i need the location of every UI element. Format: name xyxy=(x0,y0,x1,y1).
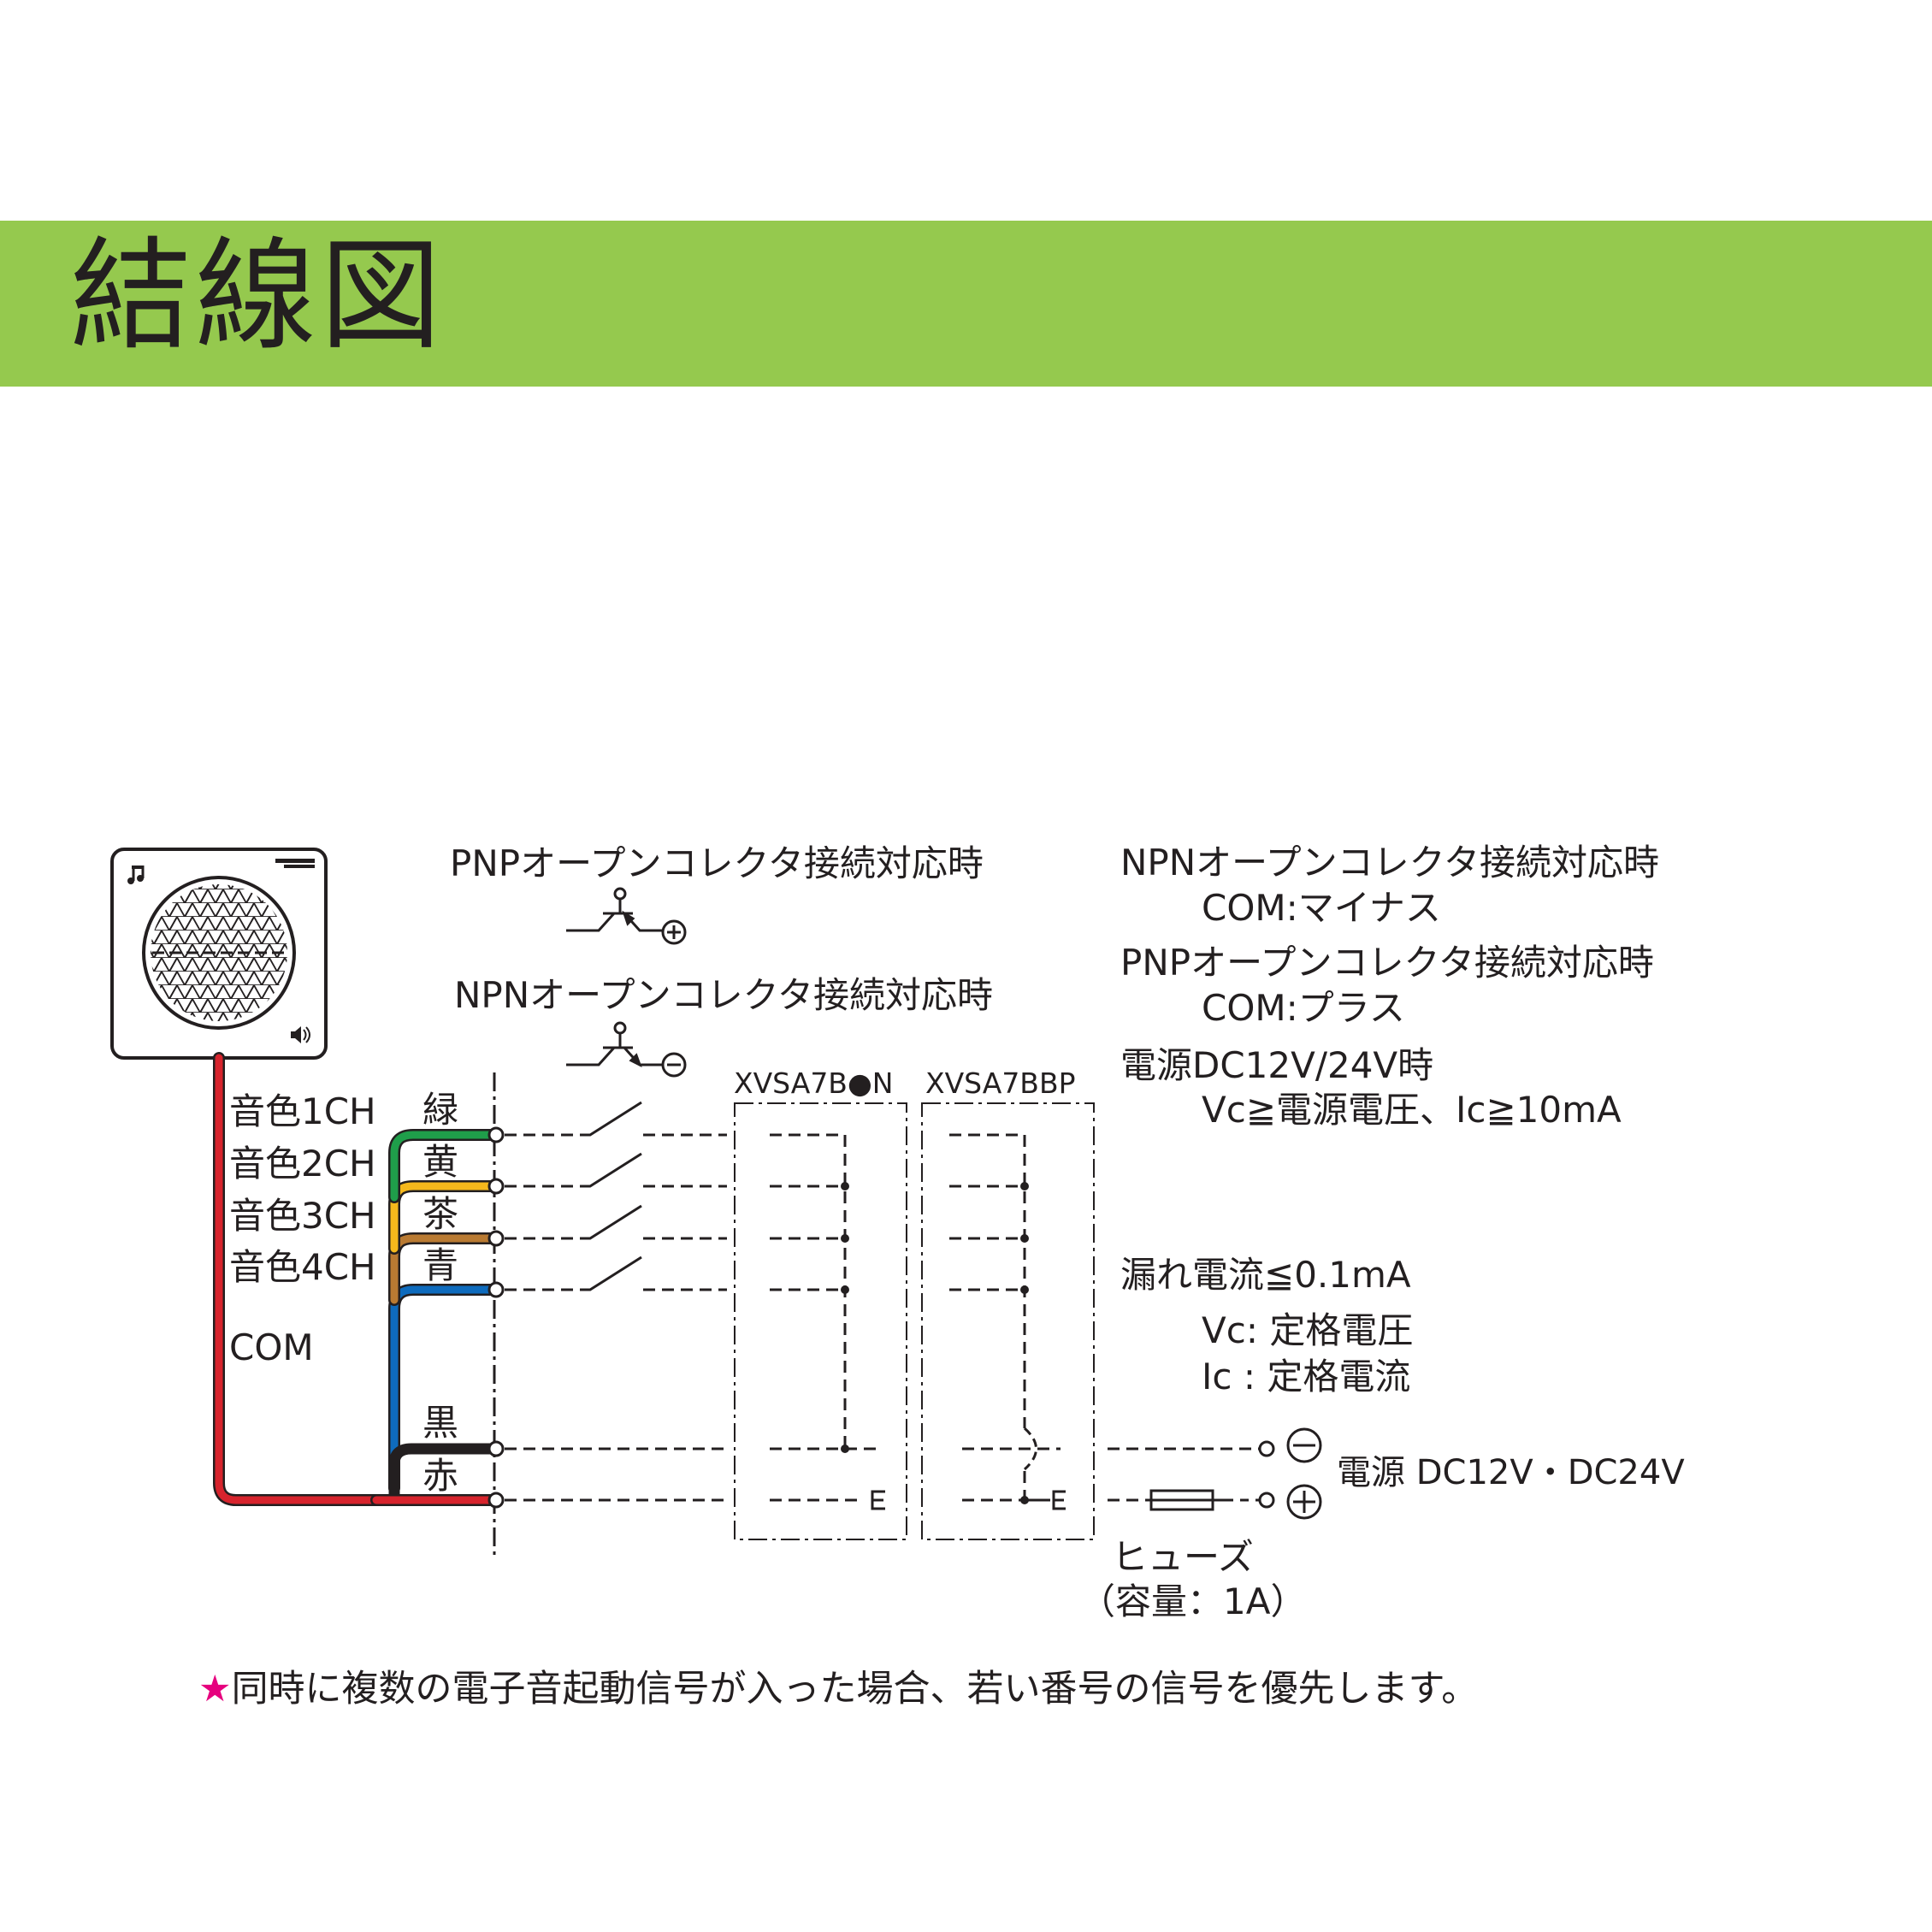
npn-transistor-symbol xyxy=(566,1021,687,1078)
note-leak-line1: 漏れ電流≦0.1mA xyxy=(1120,1254,1411,1296)
channel-4-label: 音色4CH xyxy=(229,1246,376,1288)
note-leak-line3: Ic : 定格電流 xyxy=(1202,1356,1410,1397)
note-power-line1: 電源DC12V/24V時 xyxy=(1120,1044,1433,1086)
pnp-title: PNPオープンコレクタ接続対応時 xyxy=(450,842,984,884)
terminal-circles xyxy=(487,1126,505,1509)
model-left-label: XVSA7B●N xyxy=(734,1066,893,1100)
page-title: 結線図 xyxy=(70,226,445,367)
speaker-volume-icon xyxy=(291,1026,310,1043)
note-power-line2: Vc≧電源電圧、Ic≧10mA xyxy=(1202,1089,1622,1131)
wire-blue-label: 青 xyxy=(422,1244,458,1286)
npn-title: NPNオープンコレクタ接続対応時 xyxy=(454,974,993,1016)
wire-brown-label: 茶 xyxy=(422,1193,458,1235)
channel-2-label: 音色2CH xyxy=(229,1143,376,1185)
speaker-grille xyxy=(142,876,296,1030)
channel-labels: 音色1CH 音色2CH 音色3CH 音色4CH COM xyxy=(229,1090,376,1368)
wire-red-label: 赤 xyxy=(422,1455,458,1497)
title-banner xyxy=(0,221,1932,387)
power-lines xyxy=(1108,1440,1275,1509)
note-pnp-line2: COM:プラス xyxy=(1202,987,1405,1029)
wire-color-labels: 緑 黄 茶 青 黒 赤 xyxy=(422,1089,458,1497)
fuse-capacity-label: （容量：1A） xyxy=(1079,1580,1306,1622)
minus-terminal-icon xyxy=(1286,1427,1322,1463)
model-right-label: XVSA7BBP xyxy=(925,1066,1076,1100)
pnp-transistor-symbol xyxy=(566,887,687,945)
wire-black-label: 黒 xyxy=(422,1402,458,1444)
note-npn-line1: NPNオープンコレクタ接続対応時 xyxy=(1120,842,1659,883)
switches xyxy=(505,1101,727,1502)
plus-terminal-icon xyxy=(1286,1484,1322,1520)
footnote-text: 同時に複数の電子音起動信号が入った場合、若い番号の信号を優先します。 xyxy=(231,1668,1479,1710)
note-pnp-line1: PNPオープンコレクタ接続対応時 xyxy=(1120,942,1654,984)
speaker-device xyxy=(110,848,328,1060)
power-supply-label: 電源 DC12V・DC24V xyxy=(1337,1453,1685,1492)
channel-1-label: 音色1CH xyxy=(229,1090,376,1132)
fuse-label: ヒューズ xyxy=(1112,1536,1254,1578)
wire-green-label: 緑 xyxy=(422,1089,458,1131)
wire-yellow-label: 黄 xyxy=(422,1141,458,1183)
com-label: COM xyxy=(229,1326,314,1368)
music-note-icon xyxy=(127,866,145,884)
right-notes: NPNオープンコレクタ接続対応時 COM:マイナス PNPオープンコレクタ接続対… xyxy=(1120,842,1659,1397)
cable-bundle xyxy=(213,1052,500,1506)
brand-logo xyxy=(275,859,315,868)
note-npn-line2: COM:マイナス xyxy=(1202,887,1441,929)
star-icon: ★ xyxy=(198,1668,232,1710)
note-leak-line2: Vc: 定格電圧 xyxy=(1202,1309,1413,1351)
model-right-box xyxy=(921,1102,1095,1540)
footnote: ★同時に複数の電子音起動信号が入った場合、若い番号の信号を優先します。 xyxy=(198,1659,1478,1712)
model-left-box xyxy=(734,1102,907,1540)
fuse-symbol xyxy=(1149,1489,1214,1511)
channel-3-label: 音色3CH xyxy=(229,1195,376,1237)
